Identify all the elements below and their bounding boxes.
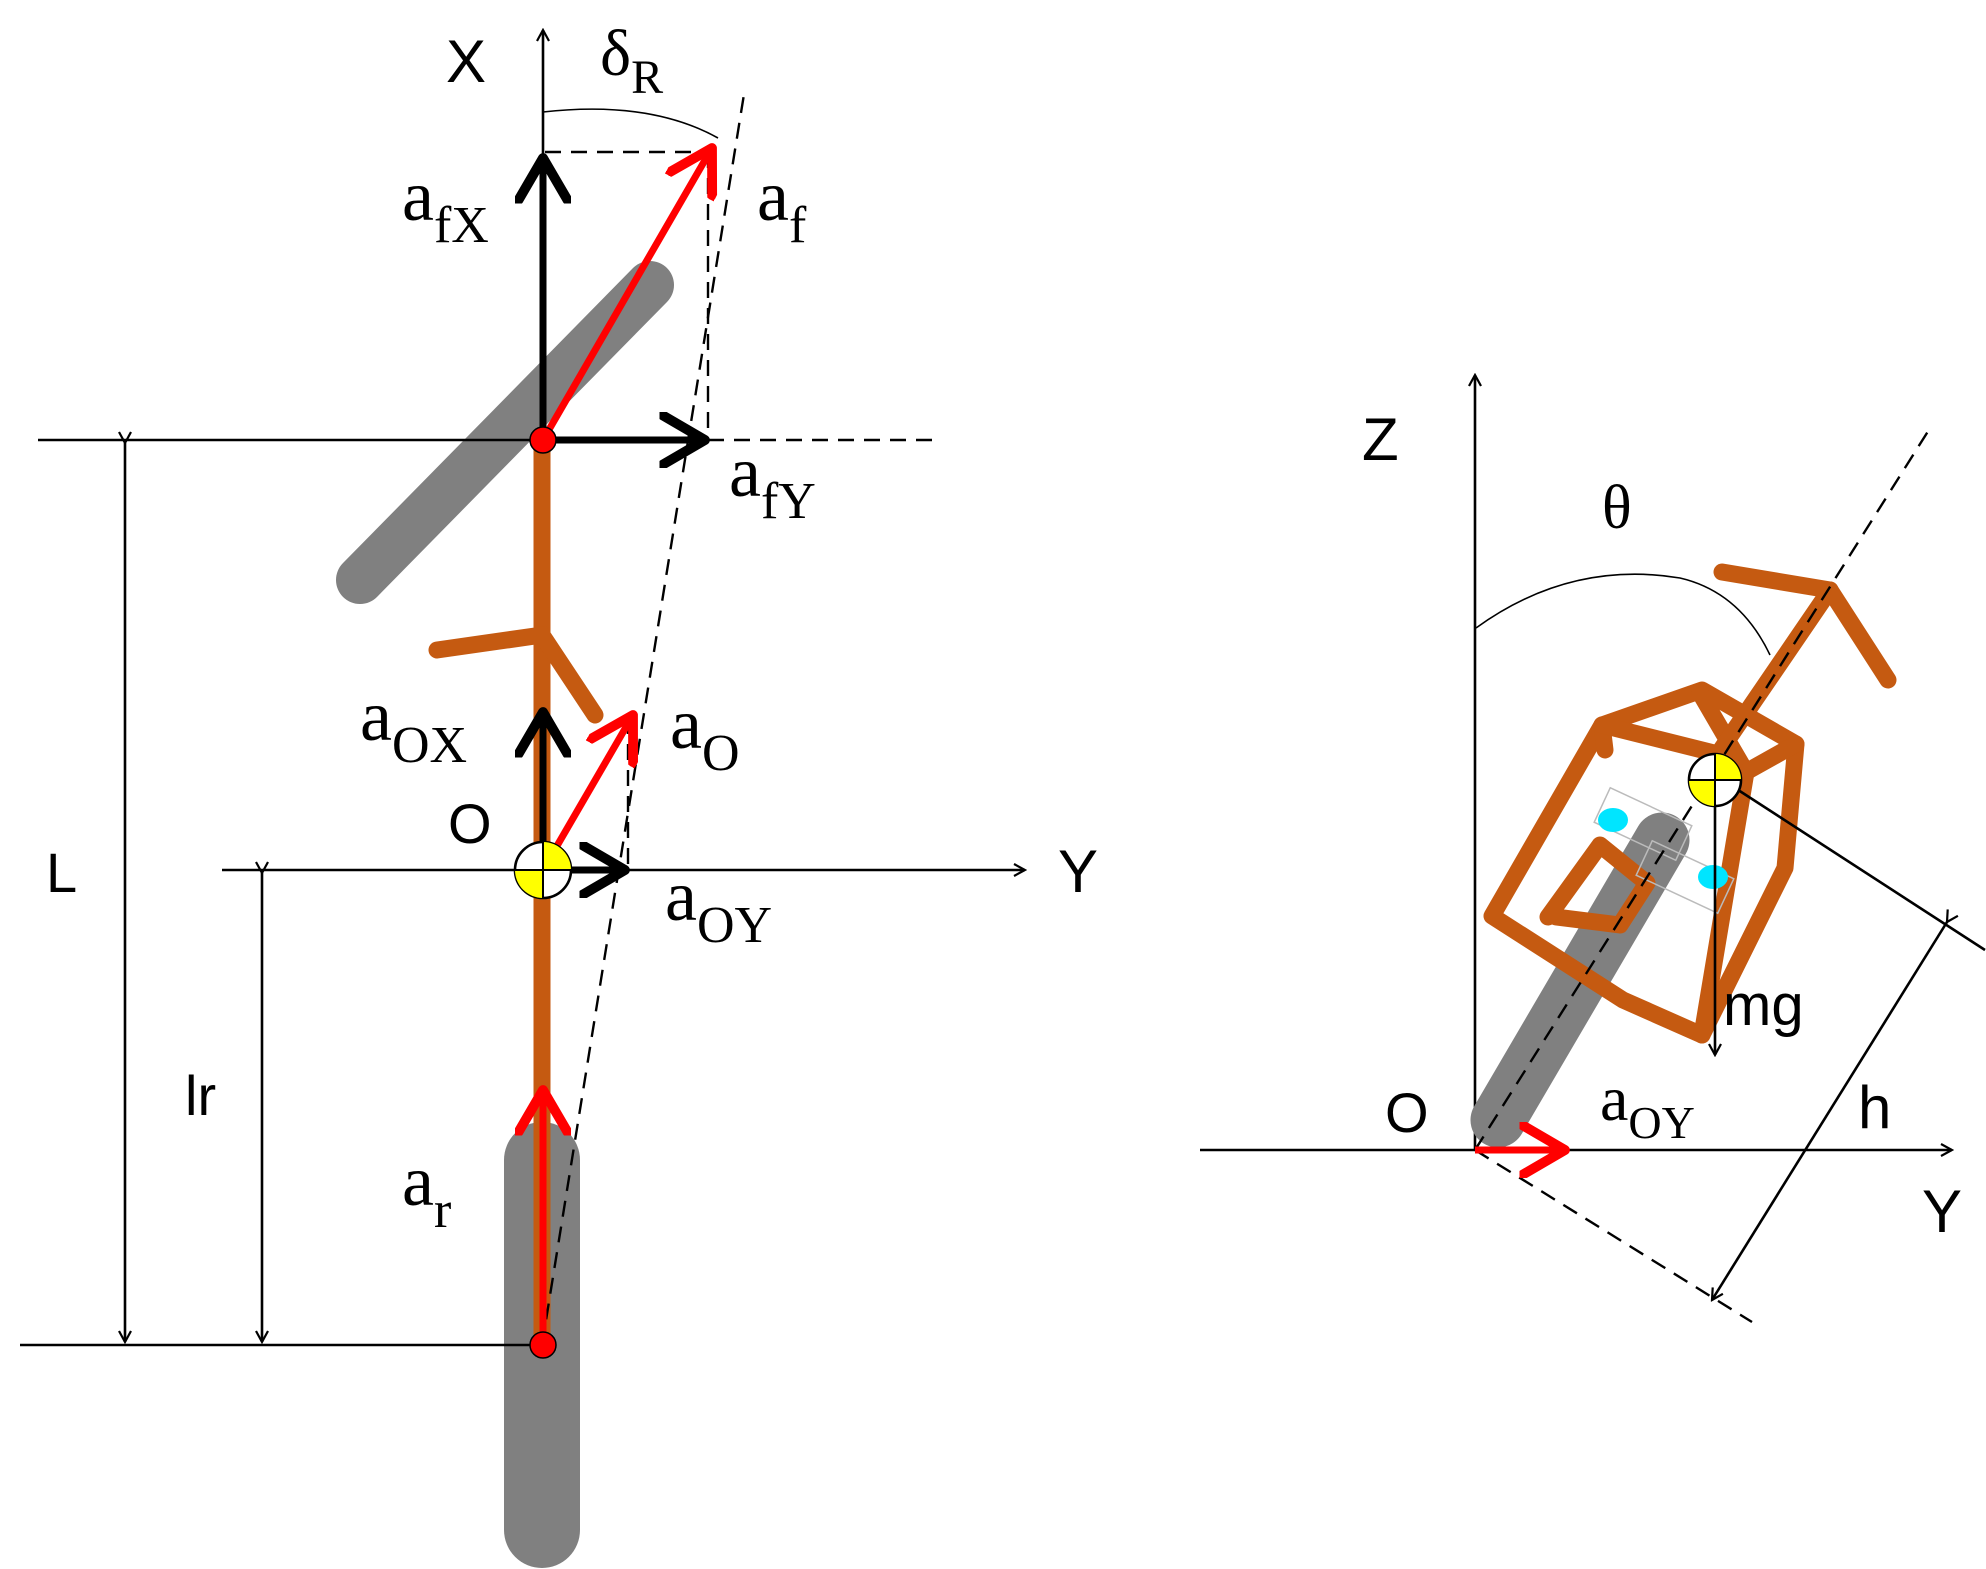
label-a-OY-rear: aOY — [1600, 1063, 1695, 1148]
dimension-lr-label: lr — [185, 1064, 216, 1127]
rear-contact-point — [529, 1331, 557, 1359]
cog-symbol-rear — [1687, 752, 1743, 808]
frame-rear-view — [1483, 563, 1897, 1044]
origin-label: O — [448, 792, 492, 855]
cog-symbol — [513, 840, 573, 900]
y-axis-label: Y — [1058, 838, 1098, 905]
steering-angle-label: δR — [600, 17, 663, 104]
x-axis-label: X — [446, 28, 486, 95]
vector-a-f — [539, 148, 712, 442]
top-view-diagram: X Y δR afX af afY aOX aO aOY ar O L lr — [20, 17, 1098, 1568]
y-axis-label-rear: Y — [1922, 1178, 1962, 1245]
origin-label-rear: O — [1385, 1081, 1429, 1144]
lean-angle-label: θ — [1602, 474, 1632, 542]
label-a-fY: afY — [729, 432, 816, 530]
front-contact-point — [529, 426, 557, 454]
height-baseline — [1474, 1148, 1753, 1324]
steering-angle-arc — [542, 108, 719, 139]
z-axis-label: Z — [1362, 406, 1399, 473]
projection-lines — [540, 87, 935, 1346]
label-a-f: af — [757, 156, 807, 254]
label-a-fX: afX — [402, 156, 489, 254]
rider-rear-view — [1593, 786, 1735, 915]
acceleration-vectors — [543, 148, 712, 1345]
dimension-L-label: L — [46, 841, 77, 904]
label-a-OY: aOY — [665, 856, 772, 954]
label-a-OX: aOX — [360, 676, 467, 774]
dimension-h — [1712, 922, 1947, 1300]
dimension-h-label: h — [1858, 1074, 1891, 1141]
weight-label: mg — [1723, 973, 1804, 1038]
label-a-r: ar — [402, 1141, 451, 1239]
vector-a-O — [539, 715, 633, 872]
label-a-O: aO — [670, 684, 740, 782]
rear-view-diagram: Z Y θ O aOY mg h — [1200, 375, 1986, 1324]
lean-angle-arc — [1475, 573, 1771, 656]
